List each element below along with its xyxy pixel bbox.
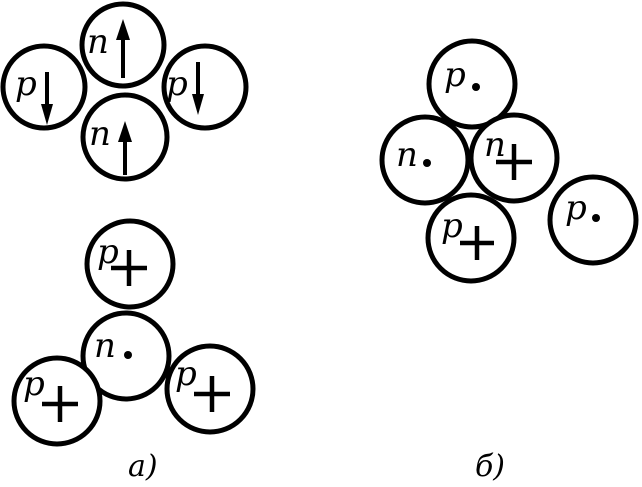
proton-label: p [444,55,466,95]
neutron-label: n [484,125,506,165]
neutral-dot-icon [592,214,600,222]
nucleon-neutron-right: n [468,112,560,204]
nucleon-proton-top: p [426,38,518,130]
proton-label: p [175,354,197,394]
proton-label: p [15,64,37,104]
nucleon-proton-left: p [11,355,103,447]
spin-up-arrow-icon [118,121,132,175]
nucleon-neutron-center: n [80,310,172,402]
plus-charge-icon [460,226,494,260]
proton-label: p [97,232,119,272]
plus-charge-icon [42,386,78,422]
neutron-label: n [396,135,418,175]
caption-a: а) [128,449,158,484]
caption-b: б) [475,449,505,484]
neutron-label: n [94,326,116,366]
nucleon-proton-spin-down-right: p [161,43,249,131]
neutron-label: n [87,22,109,62]
nucleon-neutron-left: n [379,114,471,206]
neutral-dot-icon [472,83,480,91]
proton-label: p [166,64,188,104]
nucleon-proton-isolated: p [547,174,639,266]
nucleon-proton-bottom: p [425,192,517,284]
charge-cluster-a: p n p p [11,218,256,447]
nucleon-proton-right: p [164,343,256,435]
nucleon-proton-spin-down-left: p [0,43,88,131]
nucleon-neutron-spin-up-top: n [79,1,167,89]
nucleon-proton-top: p [84,218,176,310]
spin-down-arrow-icon [192,62,204,115]
plus-charge-icon [496,144,532,180]
spin-cluster: p p n n [0,1,249,182]
proton-label: p [441,206,463,246]
neutral-dot-icon [124,351,132,359]
charge-cluster-b: p n n p p [379,38,639,284]
spin-down-arrow-icon [41,72,53,125]
proton-label: p [565,188,587,228]
proton-label: p [23,364,45,404]
neutral-dot-icon [423,159,431,167]
plus-charge-icon [194,376,230,412]
nucleon-neutron-spin-up-bottom: n [80,92,170,182]
spin-up-arrow-icon [116,19,130,78]
plus-charge-icon [111,250,147,286]
neutron-label: n [89,114,111,154]
